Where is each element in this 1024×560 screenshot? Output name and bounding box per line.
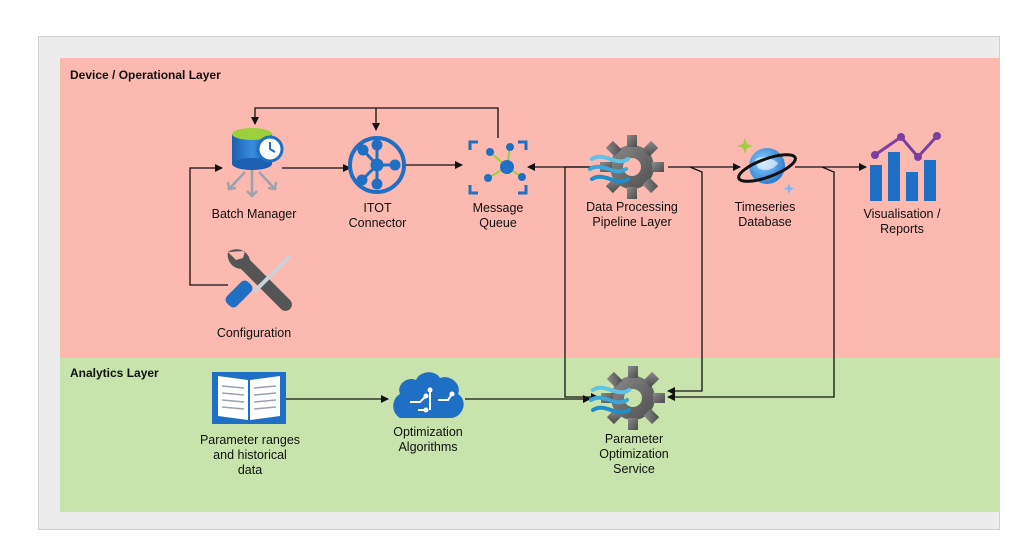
- arrow-db-to-optimization: [667, 166, 835, 401]
- parameter-ranges-label: Parameter ranges and historical data: [199, 433, 301, 477]
- timeseries-db-label: Timeseries Database: [734, 200, 796, 229]
- itot-connector-label: ITOT Connector: [348, 201, 407, 230]
- hub-connector-icon: [348, 136, 406, 194]
- bar-chart-icon: [870, 132, 941, 201]
- open-book-icon: [212, 372, 286, 424]
- visualisation-label: Visualisation / Reports: [863, 207, 941, 236]
- data-processing-label: Data Processing Pipeline Layer: [586, 200, 678, 229]
- operational-layer-title: Device / Operational Layer: [70, 68, 221, 82]
- planet-database-icon: [737, 138, 797, 194]
- optimization-algorithms-label: Optimization Algorithms: [393, 425, 463, 454]
- event-hub-icon: [468, 140, 528, 195]
- gear-wave-icon: [588, 135, 664, 199]
- operational-layer: [60, 58, 1000, 358]
- parameter-optimization-label: Parameter Optimization Service: [599, 432, 669, 476]
- database-clock-icon: [226, 128, 284, 198]
- wrench-screwdriver-icon: [225, 249, 292, 311]
- brain-circuit-icon: [393, 372, 464, 418]
- arrow-pipeline-to-optimization: [667, 166, 703, 395]
- batch-manager-label: Batch Manager: [211, 207, 297, 221]
- arrow-config-to-batch: [189, 164, 228, 286]
- configuration-label: Configuration: [216, 326, 292, 340]
- arrow-queue-to-optimization: [564, 166, 599, 401]
- connectors: [189, 107, 867, 403]
- message-queue-label: Message Queue: [472, 201, 524, 230]
- gear-wave-icon: [589, 366, 665, 430]
- analytics-layer-title: Analytics Layer: [70, 366, 159, 380]
